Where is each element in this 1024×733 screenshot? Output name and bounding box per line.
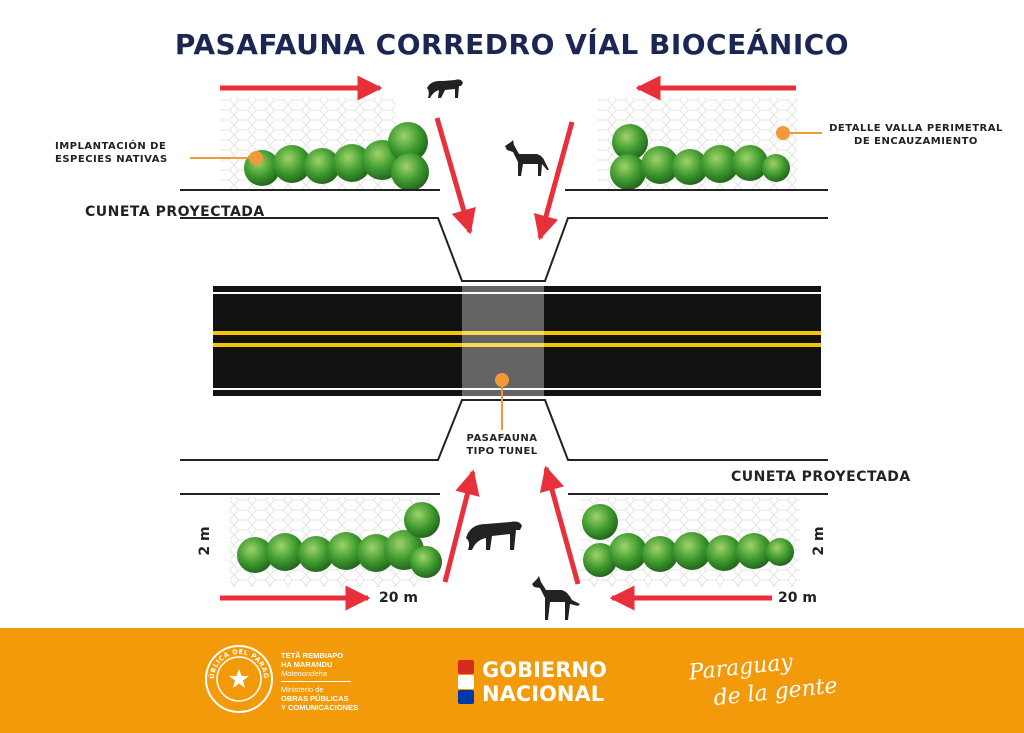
label-native-species: IMPLANTACIÓN DE ESPECIES NATIVAS xyxy=(55,141,168,165)
flag-icon xyxy=(458,660,474,704)
page-title: PASAFAUNA CORREDRO VÍAL BIOCEÁNICO xyxy=(174,28,850,61)
road xyxy=(213,286,821,396)
gov-line-2: NACIONAL xyxy=(482,682,605,706)
ministry-line-3: Motenondeha xyxy=(281,669,327,678)
callouts xyxy=(190,126,822,430)
ministry-divider xyxy=(281,681,351,682)
ministry-line-2: HA MARANDU xyxy=(281,660,333,669)
ground-lines xyxy=(180,189,828,495)
label-ditch-bottom: CUNETA PROYECTADA xyxy=(731,469,911,485)
animal-icons xyxy=(427,79,580,620)
dimension-height-right: 2 m xyxy=(811,526,827,556)
ministry-line-6: Y COMUNICACIONES xyxy=(281,703,358,712)
tunnel-marker xyxy=(495,373,509,387)
natives-marker xyxy=(249,151,263,165)
label-tunnel: PASAFAUNA TIPO TUNEL xyxy=(466,433,538,457)
label-perimeter-fence: DETALLE VALLA PERIMETRAL DE ENCAUZAMIENT… xyxy=(829,123,1003,147)
direction-arrows xyxy=(220,75,796,611)
national-seal: REPÚBLICA DEL PARAGUAY xyxy=(204,644,273,713)
government-logo-text: GOBIERNO NACIONAL xyxy=(482,658,607,706)
puma-icon xyxy=(427,79,463,98)
fence-marker xyxy=(776,126,790,140)
label-ditch-top: CUNETA PROYECTADA xyxy=(85,204,265,220)
ministry-line-5: OBRAS PÚBLICAS xyxy=(281,694,349,703)
vegetation-bottom-left xyxy=(237,502,442,578)
ministry-line-1: TETÃ REMBIAPO xyxy=(281,651,344,660)
star-icon xyxy=(229,669,249,688)
dimension-width-right: 20 m xyxy=(778,590,817,606)
ministry-line-4: Ministerio de xyxy=(281,685,324,694)
ministry-block: TETÃ REMBIAPO HA MARANDU Motenondeha Min… xyxy=(281,651,358,712)
vegetation-top-right xyxy=(610,124,790,190)
jaguar-icon xyxy=(466,521,522,550)
footer-banner xyxy=(0,628,1024,733)
vegetation-bottom-right xyxy=(582,504,794,577)
dimension-height-left: 2 m xyxy=(197,526,213,556)
gov-line-1: GOBIERNO xyxy=(482,658,607,682)
dimension-width-left: 20 m xyxy=(379,590,418,606)
maned-wolf-icon xyxy=(505,140,549,176)
fox-icon xyxy=(532,576,580,620)
